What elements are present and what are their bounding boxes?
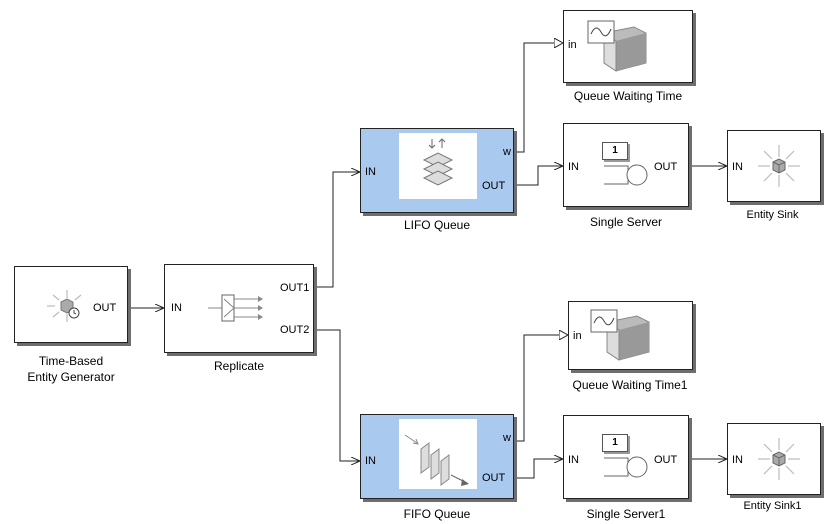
server-in-port: IN <box>568 161 579 173</box>
scope1-icon <box>590 309 650 361</box>
server1-count-badge: 1 <box>602 434 628 452</box>
server1-out-port: OUT <box>654 454 678 466</box>
replicate-icon <box>208 294 263 322</box>
single-server1-label: Single Server1 <box>586 507 666 521</box>
lifo-queue-block[interactable]: IN w OUT <box>360 128 514 213</box>
server-count: 1 <box>612 145 618 156</box>
generator-icon <box>47 290 82 322</box>
entity-sink1-block[interactable]: IN <box>727 423 821 495</box>
fifo-queue-label: FIFO Queue <box>403 507 471 521</box>
sink1-in-port: IN <box>732 454 743 466</box>
replicate-label: Replicate <box>213 359 265 373</box>
lifo-in-port: IN <box>365 166 376 178</box>
lifo-icon-panel <box>399 133 477 199</box>
lifo-w-port: w <box>503 146 511 158</box>
fifo-icon-panel <box>399 419 477 489</box>
scope-in-port: in <box>568 39 577 51</box>
stack-icon <box>422 138 454 186</box>
lifo-out-port: OUT <box>482 180 506 192</box>
entity-generator-block[interactable]: OUT <box>14 266 128 343</box>
fifo-in-port: IN <box>365 455 376 467</box>
line-lifo-to-server <box>514 166 563 186</box>
server-out-port: OUT <box>654 161 678 173</box>
replicate-out1-port: OUT1 <box>280 282 310 294</box>
sink-in-port: IN <box>732 161 743 173</box>
replicate-out2-port: OUT2 <box>280 324 310 336</box>
server1-in-port: IN <box>568 454 579 466</box>
queue-waiting-time1-block[interactable]: in <box>568 301 693 370</box>
server-icon <box>604 164 648 186</box>
queue-waiting-time-block[interactable]: in <box>563 10 693 83</box>
line-fifo-to-server1 <box>514 459 563 479</box>
fifo-w-port: w <box>503 432 511 444</box>
scope-icon <box>587 20 647 72</box>
replicate-block[interactable]: IN OUT1 OUT2 <box>164 264 314 353</box>
generator-label-line1: Time-Based <box>38 354 104 368</box>
fifo-out-port: OUT <box>482 472 506 484</box>
queue-waiting-time1-label: Queue Waiting Time1 <box>572 378 688 392</box>
entity-sink-label: Entity Sink <box>746 209 799 221</box>
generator-out-port: OUT <box>93 302 117 314</box>
fifo-queue-block[interactable]: IN w OUT <box>360 414 514 499</box>
single-server1-block[interactable]: IN 1 OUT <box>563 415 689 499</box>
line-fifo-to-scope1 <box>514 335 568 442</box>
lifo-queue-label: LIFO Queue <box>403 218 471 232</box>
server1-icon <box>604 456 648 478</box>
single-server-label: Single Server <box>589 215 663 229</box>
line-replicate-to-lifo <box>314 172 360 288</box>
replicate-in-port: IN <box>171 302 182 314</box>
server-count-badge: 1 <box>602 142 628 160</box>
line-replicate-to-fifo <box>314 329 360 461</box>
sink1-icon <box>758 438 800 480</box>
single-server-block[interactable]: IN 1 OUT <box>563 123 689 207</box>
generator-label-line2: Entity Generator <box>27 370 115 384</box>
sink-icon <box>758 145 800 187</box>
fifo-icon <box>404 434 469 486</box>
scope1-in-port: in <box>573 330 582 342</box>
entity-sink-block[interactable]: IN <box>727 130 821 202</box>
server1-count: 1 <box>612 437 618 448</box>
entity-sink1-label: Entity Sink1 <box>743 500 802 512</box>
queue-waiting-time-label: Queue Waiting Time <box>573 89 683 103</box>
line-lifo-to-scope <box>514 43 563 153</box>
